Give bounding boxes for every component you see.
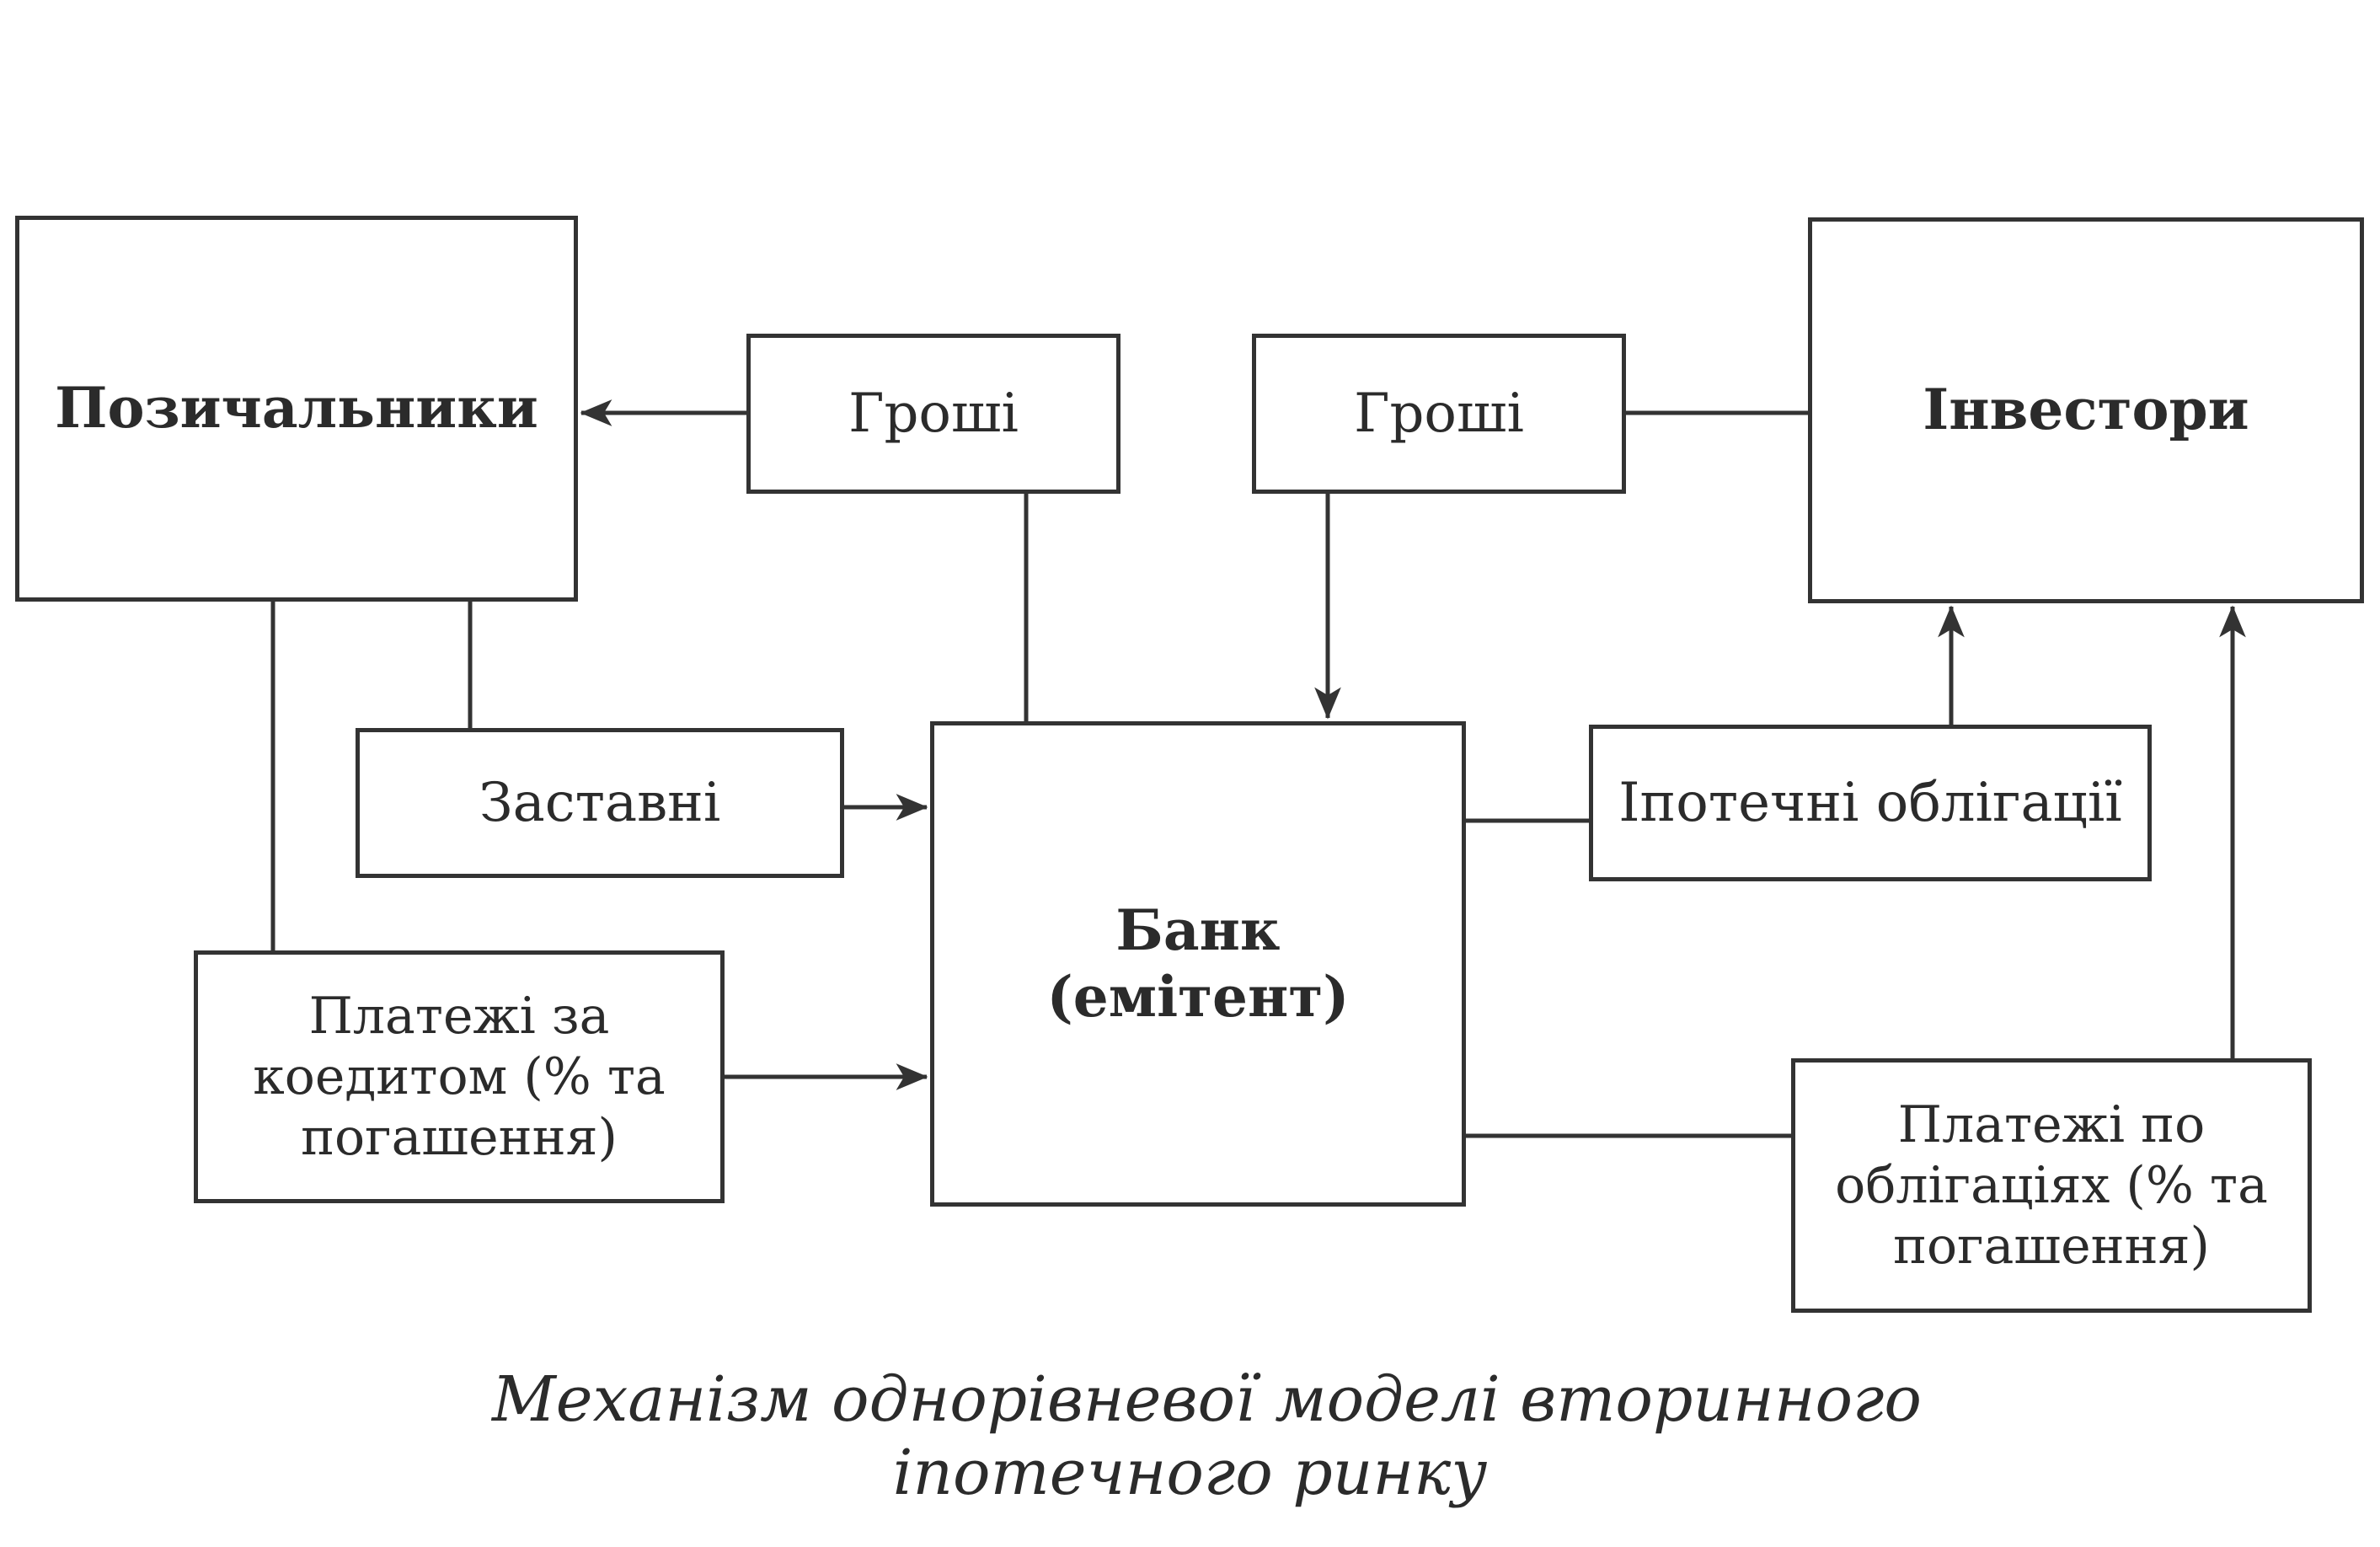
- node-credit-payments-line-3: погашення): [301, 1108, 618, 1167]
- node-bond-payments-line-2: облігаціях (% та: [1835, 1156, 2268, 1215]
- node-mortgage-bonds-label: Іпотечні облігації: [1618, 771, 2122, 834]
- node-borrowers-label: Позичальники: [55, 375, 538, 442]
- node-money-right: Гроші: [1252, 334, 1626, 494]
- node-bond-payments-line-1: Платежі по: [1897, 1095, 2206, 1154]
- node-mortgages-label: Заставні: [479, 771, 721, 834]
- node-money-right-label: Гроші: [1354, 382, 1524, 445]
- node-bank-sublabel: (емітент): [1046, 964, 1350, 1030]
- caption-line-2: іпотечного ринку: [892, 1437, 1488, 1510]
- node-bond-payments: Платежі по облігаціях (% та погашення): [1791, 1058, 2312, 1313]
- node-bank: Банк (емітент): [930, 721, 1466, 1207]
- node-credit-payments: Платежі за коедитом (% та погашення): [194, 950, 725, 1203]
- node-borrowers: Позичальники: [15, 216, 578, 602]
- node-money-left: Гроші: [746, 334, 1120, 494]
- node-bank-label: Банк: [1115, 897, 1281, 963]
- node-investors-label: Інвестори: [1923, 377, 2249, 443]
- node-credit-payments-line-1: Платежі за: [308, 987, 610, 1046]
- node-money-left-label: Гроші: [848, 382, 1019, 445]
- node-mortgages: Заставні: [356, 728, 844, 878]
- node-bond-payments-line-3: погашення): [1893, 1217, 2210, 1276]
- node-mortgage-bonds: Іпотечні облігації: [1589, 725, 2152, 881]
- diagram-caption: Механізм однорівневої моделі вторинного …: [0, 1363, 2380, 1511]
- node-investors: Інвестори: [1808, 217, 2364, 603]
- node-credit-payments-line-2: коедитом (% та: [253, 1047, 666, 1106]
- caption-line-1: Механізм однорівневої моделі вторинного: [492, 1363, 1922, 1436]
